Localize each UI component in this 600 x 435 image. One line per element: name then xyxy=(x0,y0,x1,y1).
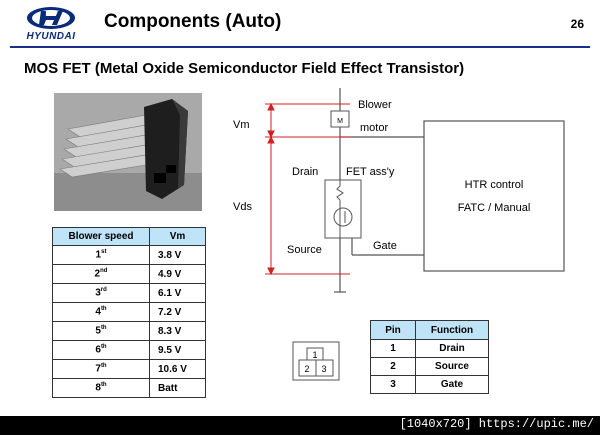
page-number: 26 xyxy=(570,17,584,31)
htr-controller-box xyxy=(423,120,565,272)
motor-symbol: M xyxy=(337,118,343,125)
dimension-markers xyxy=(265,102,350,276)
table-row: 1 Drain xyxy=(370,339,489,358)
speed-cell: 6th xyxy=(52,340,150,360)
blower-speed-table: Blower speed Vm 1st 3.8 V 2nd 4.9 V 3rd … xyxy=(52,227,206,398)
motor-icon xyxy=(330,110,350,128)
table-row: 2nd 4.9 V xyxy=(52,264,206,284)
motor-label: motor xyxy=(360,122,388,134)
controller-label-2: FATC / Manual xyxy=(458,202,531,214)
watermark-text: [1040x720] https://upic.me/ xyxy=(399,417,594,431)
vm-label: Vm xyxy=(233,119,250,131)
fet-assembly-label: FET ass'y xyxy=(346,166,395,178)
speed-cell: 2nd xyxy=(52,264,150,284)
pin-function-table: Pin Function 1 Drain 2 Source 3 Gate xyxy=(370,320,489,394)
table-header-row: Blower speed Vm xyxy=(52,227,206,246)
brand-name: HYUNDAI xyxy=(26,31,76,42)
hyundai-emblem-icon xyxy=(27,7,75,29)
connector-pin-2: 2 xyxy=(304,364,309,374)
connector-pinout-icon: 1 2 3 xyxy=(291,340,341,382)
table-row: 4th 7.2 V xyxy=(52,302,206,322)
table-row: 8th Batt xyxy=(52,378,206,398)
table-row: 3 Gate xyxy=(370,375,489,394)
pin-cell: 3 xyxy=(370,375,416,394)
table-row: 1st 3.8 V xyxy=(52,245,206,265)
vds-label: Vds xyxy=(233,201,252,213)
speed-cell: 7th xyxy=(52,359,150,379)
table-row: 5th 8.3 V xyxy=(52,321,206,341)
column-header-blower-speed: Blower speed xyxy=(52,227,150,246)
section-title: MOS FET (Metal Oxide Semiconductor Field… xyxy=(24,60,465,77)
column-header-pin: Pin xyxy=(370,320,416,340)
source-label: Source xyxy=(287,244,322,256)
connector-pin-3: 3 xyxy=(321,364,326,374)
slide-header: HYUNDAI Components (Auto) 26 xyxy=(0,0,600,48)
column-header-function: Function xyxy=(415,320,489,340)
fet-assembly-box xyxy=(324,179,362,239)
footer-bar: [1040x720] https://upic.me/ xyxy=(0,416,600,435)
speed-cell: 1st xyxy=(52,245,150,265)
table-row: 6th 9.5 V xyxy=(52,340,206,360)
pin-cell: 2 xyxy=(370,357,416,376)
drain-label: Drain xyxy=(292,166,318,178)
transistor-icon xyxy=(333,207,353,227)
mosfet-component-photo xyxy=(54,93,202,211)
speed-cell: 4th xyxy=(52,302,150,322)
table-row: 7th 10.6 V xyxy=(52,359,206,379)
connector-pin-1: 1 xyxy=(312,350,317,360)
vm-cell: 10.6 V xyxy=(149,359,206,379)
function-cell: Gate xyxy=(415,375,489,394)
blower-label: Blower xyxy=(358,99,392,111)
table-row: 2 Source xyxy=(370,357,489,376)
vm-cell: 7.2 V xyxy=(149,302,206,322)
vm-cell: 9.5 V xyxy=(149,340,206,360)
speed-cell: 3rd xyxy=(52,283,150,303)
speed-cell: 5th xyxy=(52,321,150,341)
hyundai-logo: HYUNDAI xyxy=(10,6,92,44)
controller-label-1: HTR control xyxy=(465,179,524,191)
function-cell: Source xyxy=(415,357,489,376)
vm-cell: 6.1 V xyxy=(149,283,206,303)
header-divider xyxy=(10,46,590,48)
page-title: Components (Auto) xyxy=(104,11,282,32)
function-cell: Drain xyxy=(415,339,489,358)
resistor-icon xyxy=(336,180,344,201)
table-header-row: Pin Function xyxy=(370,320,489,340)
column-header-vm: Vm xyxy=(149,227,206,246)
gate-label: Gate xyxy=(373,240,397,252)
vm-cell: 3.8 V xyxy=(149,245,206,265)
mosfet-photo-illustration xyxy=(54,93,202,211)
vm-cell: Batt xyxy=(149,378,206,398)
vm-cell: 4.9 V xyxy=(149,264,206,284)
table-row: 3rd 6.1 V xyxy=(52,283,206,303)
slide: HYUNDAI Components (Auto) 26 MOS FET (Me… xyxy=(0,0,600,398)
pin-cell: 1 xyxy=(370,339,416,358)
speed-cell: 8th xyxy=(52,378,150,398)
vm-cell: 8.3 V xyxy=(149,321,206,341)
